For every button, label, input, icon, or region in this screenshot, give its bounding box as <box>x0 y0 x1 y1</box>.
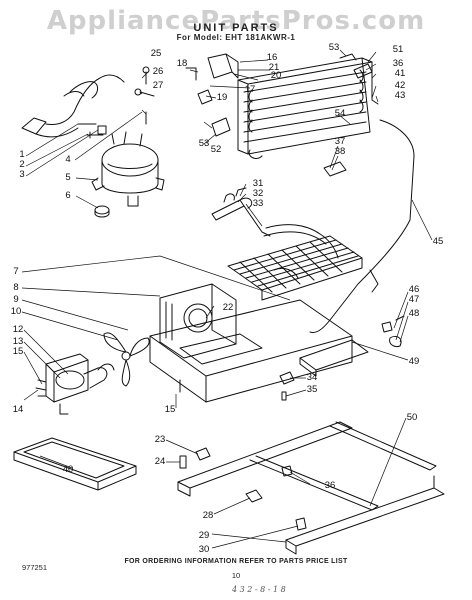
callout-6: 6 <box>65 190 70 201</box>
model-line: For Model: EHT 181AKWR-1 <box>176 33 296 42</box>
callout-14: 14 <box>13 404 24 415</box>
callout-17: 17 <box>245 84 256 95</box>
callout-50: 50 <box>407 412 418 423</box>
callout-46: 46 <box>409 284 420 295</box>
callout-30: 30 <box>199 544 210 555</box>
callout-19: 19 <box>217 92 228 103</box>
callout-5: 5 <box>65 172 70 183</box>
callout-41: 41 <box>395 68 406 79</box>
page-number: 10 <box>231 571 241 580</box>
callout-21: 21 <box>269 62 280 73</box>
callout-49: 49 <box>409 356 420 367</box>
callout-26: 26 <box>153 66 164 77</box>
fan-motor <box>35 353 115 415</box>
callout-15a: 15 <box>13 346 24 357</box>
callout-23: 23 <box>155 434 166 445</box>
compressor <box>91 131 165 207</box>
callout-24: 24 <box>155 456 166 467</box>
callout-4: 4 <box>65 154 70 165</box>
evaporator-coil <box>227 224 363 301</box>
callout-2: 2 <box>19 159 24 170</box>
base-pan <box>149 299 353 403</box>
callout-53a: 53 <box>329 42 340 53</box>
callout-29: 29 <box>199 530 210 541</box>
diagram-code: 977251 <box>22 563 48 572</box>
watermark-text: AppliancePartsPros.com <box>46 6 426 36</box>
handwritten-note: 4 3 2 - 8 - 1 8 <box>232 585 286 594</box>
power-cord <box>21 74 125 138</box>
condenser-coil <box>237 57 379 159</box>
fan-blade <box>103 332 150 387</box>
callout-31: 31 <box>253 178 264 189</box>
callout-27: 27 <box>153 80 164 91</box>
callout-13: 13 <box>13 336 24 347</box>
callout-18: 18 <box>177 58 188 69</box>
drain-tray <box>13 437 137 491</box>
callout-10: 10 <box>11 306 22 317</box>
callout-51: 51 <box>393 44 404 55</box>
callout-12: 12 <box>13 324 24 335</box>
callout-1: 1 <box>19 149 24 160</box>
callout-22: 22 <box>223 302 234 313</box>
callout-3: 3 <box>19 169 24 180</box>
callout-47: 47 <box>409 294 420 305</box>
callout-48: 48 <box>409 308 420 319</box>
callout-15b: 15 <box>165 404 176 415</box>
frame-rails <box>177 421 445 555</box>
callout-7: 7 <box>13 266 18 277</box>
ordering-note: FOR ORDERING INFORMATION REFER TO PARTS … <box>124 558 348 565</box>
callout-38: 38 <box>335 146 346 157</box>
callout-8: 8 <box>13 282 18 293</box>
callout-34: 34 <box>307 372 318 383</box>
callout-25: 25 <box>151 48 162 59</box>
diagram-title: UNIT PARTS <box>193 22 279 34</box>
capillary-tube <box>309 119 415 333</box>
callout-28: 28 <box>203 510 214 521</box>
callout-42: 42 <box>395 80 406 91</box>
callout-40: 40 <box>63 464 74 475</box>
grommet <box>94 205 110 218</box>
callout-32: 32 <box>253 188 264 199</box>
callout-33: 33 <box>253 198 264 209</box>
fan-shroud <box>159 283 237 359</box>
callout-35: 35 <box>307 384 318 395</box>
callout-45: 45 <box>433 236 444 247</box>
callout-9: 9 <box>13 294 18 305</box>
callout-36a: 36 <box>325 480 336 491</box>
callout-16: 16 <box>267 52 278 63</box>
leader-lines <box>21 49 433 549</box>
callout-43: 43 <box>395 90 406 101</box>
callout-53b: 53 <box>199 138 210 149</box>
callout-52: 52 <box>211 144 222 155</box>
callout-37: 37 <box>335 136 346 147</box>
callout-36b: 36 <box>393 58 404 69</box>
callout-20: 20 <box>271 70 282 81</box>
callout-54: 54 <box>335 108 346 119</box>
